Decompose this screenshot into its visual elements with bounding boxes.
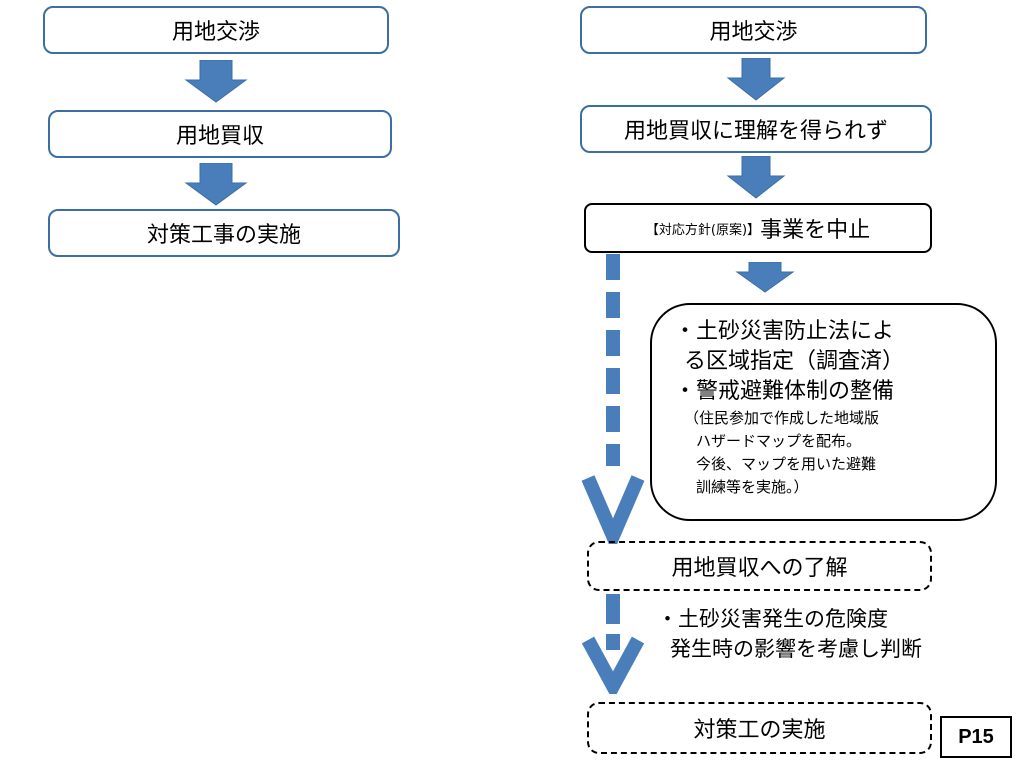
policy-tag: 【対応方針(原案)】 <box>645 222 761 238</box>
down-arrow-icon <box>726 58 786 101</box>
left-step-1-box: 用地交渉 <box>43 6 389 54</box>
measure-line-6: 今後、マップを用いた避難 <box>696 455 877 473</box>
right-step-3-box: 【対応方針(原案)】事業を中止 <box>584 203 932 253</box>
right-step-5-box: 対策工の実施 <box>587 702 932 754</box>
measure-line-2: る区域指定（調査済） <box>684 349 905 374</box>
left-step-2-box: 用地買収 <box>48 110 392 158</box>
right-step-3-label: 事業を中止 <box>760 218 871 243</box>
left-step-1-label: 用地交渉 <box>171 20 260 45</box>
judgement-line-2: 発生時の影響を考慮し判断 <box>670 637 922 661</box>
right-step-2-label: 用地買収に理解を得られず <box>623 119 888 144</box>
right-step-5-label: 対策工の実施 <box>693 718 826 743</box>
left-step-3-box: 対策工事の実施 <box>48 209 400 257</box>
right-step-4-box: 用地買収への了解 <box>587 541 932 591</box>
measures-box: ・土砂災害防止法によ る区域指定（調査済） ・警戒避難体制の整備 （住民参加で作… <box>650 303 997 521</box>
down-arrow-icon <box>726 156 786 199</box>
left-step-2-label: 用地買収 <box>175 124 264 149</box>
page-number: P15 <box>940 716 1012 758</box>
measure-line-5: ハザードマップを配布。 <box>696 432 862 450</box>
down-arrow-icon <box>184 60 248 103</box>
down-arrow-icon <box>184 163 248 206</box>
down-arrow-icon <box>735 262 795 293</box>
right-step-1-label: 用地交渉 <box>709 20 798 45</box>
measure-line-3: ・警戒避難体制の整備 <box>674 379 895 404</box>
right-step-2-box: 用地買収に理解を得られず <box>580 105 932 153</box>
judgement-line-1: ・土砂災害発生の危険度 <box>657 607 888 631</box>
dashed-down-arrow-icon <box>581 254 645 544</box>
left-step-3-label: 対策工事の実施 <box>146 223 301 248</box>
measure-line-7: 訓練等を実施。） <box>696 478 809 496</box>
right-step-1-box: 用地交渉 <box>580 6 927 54</box>
dashed-down-arrow-icon <box>581 594 645 694</box>
right-step-4-label: 用地買収への了解 <box>671 556 848 581</box>
measure-line-4: （住民参加で作成した地域版 <box>684 409 880 427</box>
measure-line-1: ・土砂災害防止法によ <box>674 319 895 344</box>
page-number-label: P15 <box>958 725 994 748</box>
